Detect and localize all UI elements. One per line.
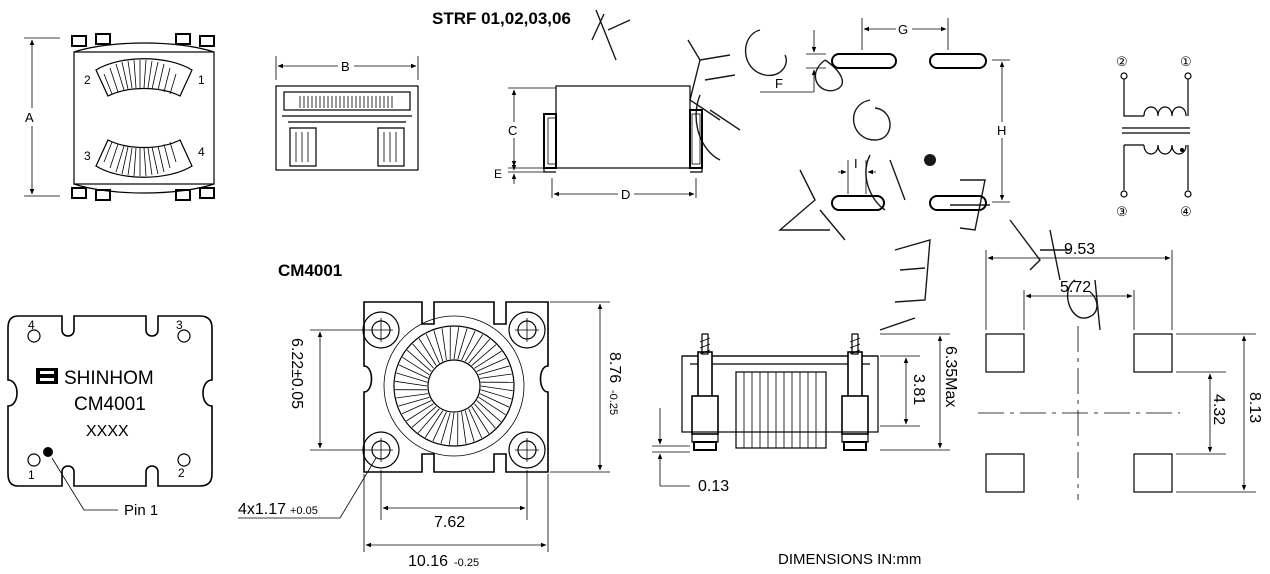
dim-label-a: A [25,110,34,125]
dim-6-22: 6.22±0.05 [288,338,305,409]
transformer-schematic: ② ① ③ ④ [1116,54,1192,219]
dim-label-f: F [775,76,783,91]
strf-front-view: B [276,56,418,170]
dim-label-e: E [494,167,502,181]
strf-pin-2: 2 [84,73,91,87]
dim-label-g: G [898,22,908,37]
pin1-label: Pin 1 [124,502,158,519]
dim-10-16: 10.16 [408,553,448,569]
marking-pin-2: 2 [178,466,185,480]
dim-8-76: 8.76 [606,352,623,383]
strf-top-view: A 2 1 3 4 [24,34,214,200]
dim-8-76-tol: -0.25 [607,390,619,415]
pad-dim-9-53: 9.53 [1064,241,1095,258]
strf-side-view: C E D [494,86,702,202]
strf-pad-layout: G F H I [760,18,1010,210]
pad-dim-4-32: 4.32 [1210,394,1227,425]
marking-brand: SHINHOM [64,368,154,389]
watermark-dot [924,154,936,166]
watermark [592,10,1100,330]
strf-pin-1: 1 [198,73,205,87]
dim-label-b: B [341,59,350,74]
dim-0-13: 0.13 [698,478,729,495]
schematic-pin-1: ① [1180,54,1192,69]
dim-label-d: D [621,187,630,202]
pad-dim-5-72: 5.72 [1060,279,1091,296]
marking-part: CM4001 [74,394,146,415]
cm4001-marking-view: 4 3 1 2 SHINHOM CM4001 XXXX Pin 1 [8,316,212,519]
dim-label-i: I [854,156,858,171]
dim-7-62: 7.62 [434,514,465,531]
marking-pin-3: 3 [176,318,183,332]
cm4001-pad-layout: 9.53 5.72 4.32 8.13 [978,241,1263,500]
dim-6-35max: 6.35Max [942,346,959,407]
cm4001-top-view: 6.22±0.05 8.76 -0.25 7.62 10.16 -0.25 4x… [238,302,623,569]
units-note: DIMENSIONS IN:mm [778,551,921,568]
strf-pin-3: 3 [84,149,91,163]
dim-label-c: C [508,123,517,138]
schematic-pin-4: ④ [1180,204,1192,219]
cm4001-title: CM4001 [278,261,342,280]
schematic-pin-3: ③ [1116,204,1128,219]
dim-10-16-tol: -0.25 [454,557,479,569]
dim-hole-tol: +0.05 [290,505,318,517]
shinhom-logo-icon [36,368,58,384]
pad-dim-8-13: 8.13 [1246,392,1263,423]
marking-pin-1: 1 [28,468,35,482]
dim-label-h: H [997,123,1006,138]
strf-pin-4: 4 [198,145,205,159]
dim-3-81: 3.81 [910,374,927,405]
marking-pin-4: 4 [28,318,35,332]
strf-title: STRF 01,02,03,06 [432,9,571,28]
pin1-dot [43,447,53,457]
schematic-pin-2: ② [1116,54,1128,69]
marking-code: XXXX [86,423,129,440]
dim-hole: 4x1.17 [238,501,286,518]
cm4001-side-view: 3.81 6.35Max 0.13 [652,334,959,495]
